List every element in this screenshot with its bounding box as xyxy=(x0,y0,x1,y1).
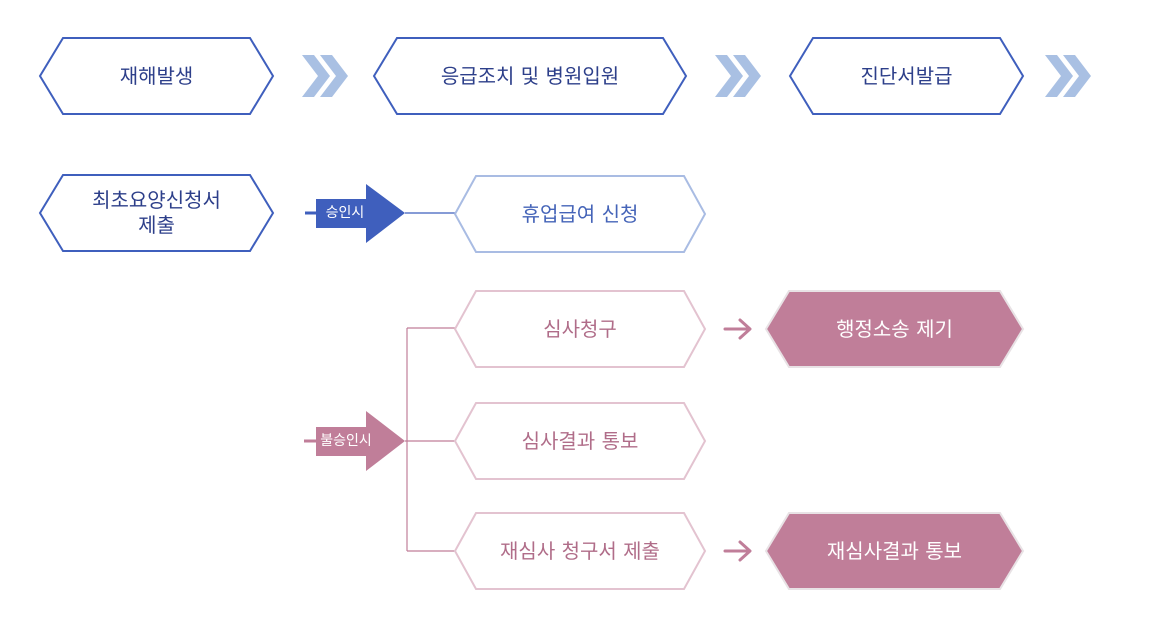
step-box-emergency xyxy=(372,37,688,115)
approved-result-label: 휴업급여 신청 xyxy=(521,201,639,226)
approved-result-box xyxy=(453,175,707,253)
admin-lawsuit-label: 행정소송 제기 xyxy=(836,316,953,341)
admin-lawsuit-box xyxy=(764,290,1025,368)
step-label-emergency: 응급조치 및 병원입원 xyxy=(440,63,620,88)
rereview-request-label: 재심사 청구서 제출 xyxy=(500,538,660,563)
review-request-box xyxy=(453,290,707,368)
rereview-result-label: 재심사결과 통보 xyxy=(826,538,963,563)
arrow-right-icon xyxy=(723,318,752,340)
rereview-request-box xyxy=(453,512,707,590)
step-box-diagnosis xyxy=(788,37,1025,115)
chevron-double-right-icon xyxy=(302,55,348,97)
rejected-tag-label: 불승인시 xyxy=(320,432,372,449)
review-result-label: 심사결과 통보 xyxy=(521,428,639,453)
review-result-box xyxy=(453,402,707,480)
step-label-diagnosis: 진단서발급 xyxy=(860,63,953,88)
rejected-tag-arrow xyxy=(316,411,405,471)
arrow-right-icon xyxy=(723,540,752,562)
step-box-disaster xyxy=(38,37,275,115)
chevron-double-right-icon xyxy=(715,55,761,97)
review-request-label: 심사청구 xyxy=(543,316,617,341)
claim-box xyxy=(38,174,275,252)
rereview-result-box xyxy=(764,512,1025,590)
step-label-disaster: 재해발생 xyxy=(119,63,194,88)
approved-tag-label: 승인시 xyxy=(325,204,365,221)
approved-tag-arrow xyxy=(316,184,405,243)
claim-label: 최초요양신청서 제출 xyxy=(92,188,221,237)
chevron-double-right-icon xyxy=(1045,55,1091,97)
